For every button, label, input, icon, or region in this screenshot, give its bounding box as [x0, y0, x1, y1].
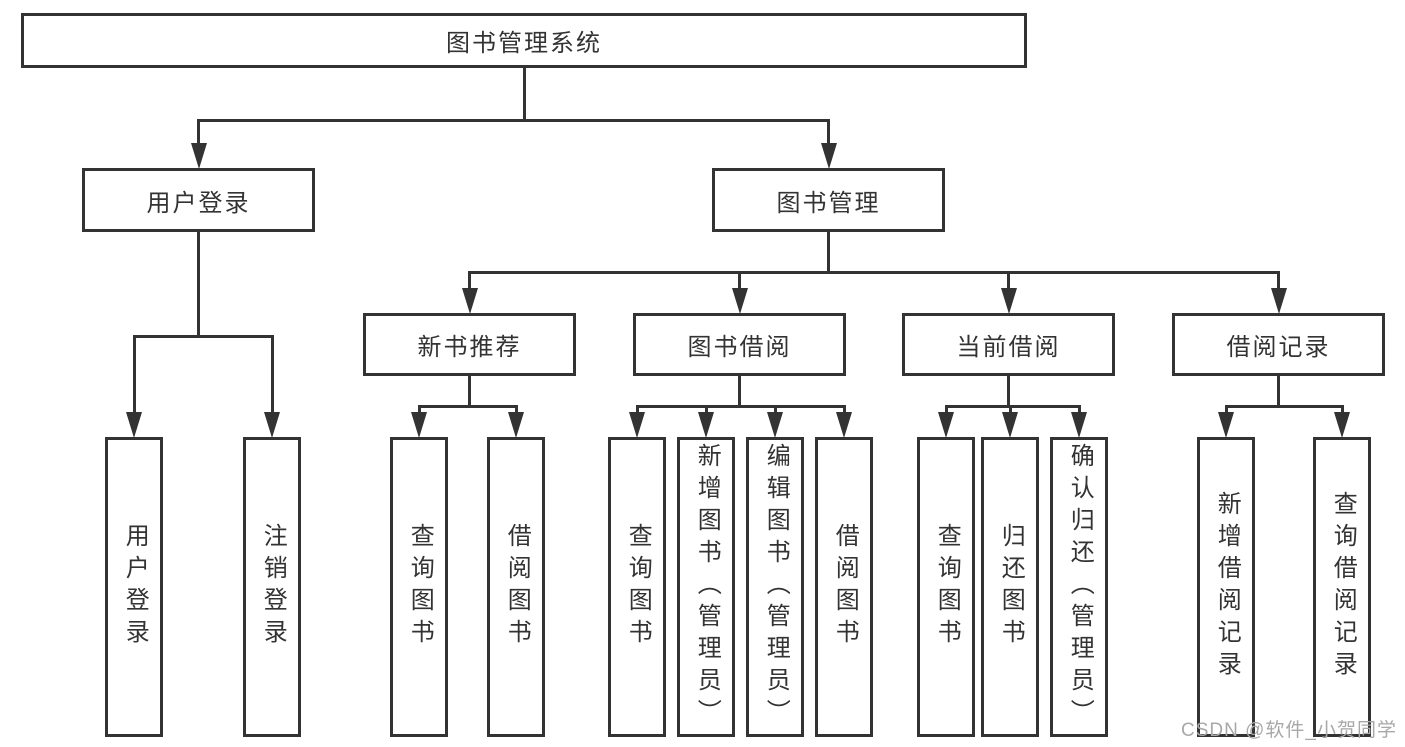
- diagram-node-root: 图书管理系统: [21, 13, 1027, 68]
- arrow-down-icon: [698, 412, 714, 438]
- diagram-node-leaf-edit-book: 编辑图书（管理员）: [746, 437, 804, 737]
- connector-line: [1340, 406, 1344, 415]
- connector-line: [827, 232, 830, 272]
- arrow-down-icon: [411, 412, 427, 438]
- connector-line: [417, 406, 421, 415]
- connector-line: [738, 376, 741, 406]
- connector-line: [1224, 406, 1228, 415]
- connector-line: [132, 334, 274, 338]
- connector-line: [1077, 406, 1081, 415]
- connector-line: [1007, 272, 1010, 291]
- connector-line: [738, 272, 741, 291]
- connector-line: [635, 404, 846, 408]
- connector-line: [197, 232, 200, 336]
- diagram-node-leaf-confirm-return: 确认归还（管理员）: [1050, 437, 1108, 737]
- diagram-node-user-login: 用户登录: [82, 168, 315, 232]
- diagram-node-leaf-user-login: 用户登录: [105, 437, 163, 737]
- diagram-node-leaf-borrow-book-1: 借阅图书: [487, 437, 545, 737]
- arrow-down-icon: [1071, 412, 1087, 438]
- connector-line: [1224, 404, 1344, 408]
- arrow-down-icon: [190, 143, 207, 169]
- connector-line: [1277, 376, 1280, 406]
- connector-line: [270, 336, 274, 415]
- diagram-node-leaf-borrow-book-2: 借阅图书: [815, 437, 873, 737]
- connector-line: [1277, 272, 1280, 291]
- arrow-down-icon: [1270, 288, 1287, 314]
- arrow-down-icon: [767, 412, 783, 438]
- arrow-down-icon: [731, 288, 748, 314]
- arrow-down-icon: [1000, 288, 1017, 314]
- diagram-node-leaf-return-book: 归还图书: [981, 437, 1039, 737]
- connector-line: [944, 404, 1081, 408]
- diagram-node-book-mgmt: 图书管理: [712, 168, 945, 232]
- connector-line: [417, 404, 518, 408]
- connector-line: [944, 406, 948, 415]
- arrow-down-icon: [1218, 412, 1234, 438]
- connector-line: [827, 120, 830, 146]
- arrow-down-icon: [820, 143, 837, 169]
- arrow-down-icon: [264, 412, 280, 438]
- diagram-node-new-book-rec: 新书推荐: [363, 313, 576, 376]
- connector-line: [635, 406, 639, 415]
- arrow-down-icon: [836, 412, 852, 438]
- diagram-node-leaf-query-book-1: 查询图书: [390, 437, 448, 737]
- connector-line: [197, 118, 830, 122]
- arrow-down-icon: [126, 412, 142, 438]
- arrow-down-icon: [629, 412, 645, 438]
- diagram-node-leaf-logout: 注销登录: [243, 437, 301, 737]
- connector-line: [522, 68, 526, 120]
- diagram-node-current-borrow: 当前借阅: [902, 313, 1115, 376]
- diagram-node-leaf-query-borrow-rec: 查询借阅记录: [1313, 437, 1371, 737]
- connector-line: [1007, 376, 1010, 406]
- diagram-node-leaf-add-borrow-rec: 新增借阅记录: [1197, 437, 1255, 737]
- arrow-down-icon: [938, 412, 954, 438]
- connector-line: [468, 270, 1280, 274]
- connector-line: [132, 336, 136, 415]
- connector-line: [514, 406, 518, 415]
- connector-line: [197, 120, 200, 146]
- diagram-node-leaf-query-book-3: 查询图书: [917, 437, 975, 737]
- diagram-node-book-borrow: 图书借阅: [633, 313, 846, 376]
- connector-line: [704, 406, 708, 415]
- diagram-node-borrow-records: 借阅记录: [1172, 313, 1385, 376]
- arrow-down-icon: [461, 288, 478, 314]
- arrow-down-icon: [1334, 412, 1350, 438]
- diagram-node-leaf-add-book: 新增图书（管理员）: [677, 437, 735, 737]
- csdn-watermark: CSDN @软件_小贺同学: [1181, 720, 1397, 741]
- connector-line: [468, 376, 471, 406]
- arrow-down-icon: [508, 412, 524, 438]
- connector-line: [842, 406, 846, 415]
- diagram-node-leaf-query-book-2: 查询图书: [608, 437, 666, 737]
- arrow-down-icon: [1002, 412, 1018, 438]
- connector-line: [468, 272, 471, 291]
- connector-line: [773, 406, 777, 415]
- connector-line: [1008, 406, 1012, 415]
